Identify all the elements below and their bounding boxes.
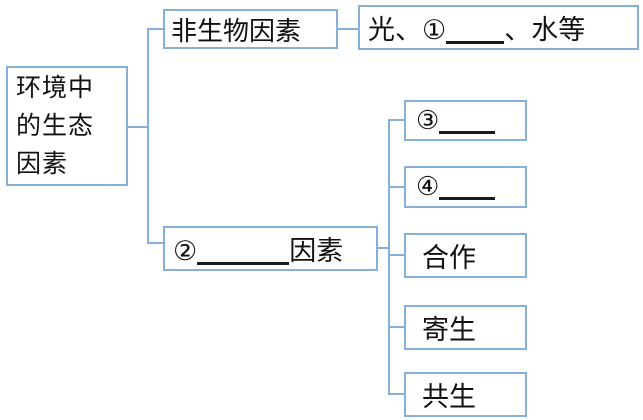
root-node-label: 环境中 的生态 因素 <box>16 73 95 178</box>
leaf-node-biotic-symbiosis-label: 共生 <box>422 382 476 413</box>
leaf-node-biotic-blank-3-label: ③ <box>416 106 525 136</box>
leaf-node-biotic-parasitism[interactable]: 寄生 <box>404 305 527 350</box>
root-node[interactable]: 环境中 的生态 因素 <box>6 66 128 186</box>
branch-node-abiotic[interactable]: 非生物因素 <box>163 9 338 49</box>
abiotic-list-text-after: 、水等 <box>504 15 586 46</box>
leaf-node-biotic-blank-3[interactable]: ③ <box>404 100 527 141</box>
leaf-node-abiotic-list-label: 光、① 、水等 <box>368 8 637 47</box>
leaf-node-biotic-blank-4[interactable]: ④ <box>404 166 527 208</box>
leaf-node-biotic-parasitism-label: 寄生 <box>422 315 476 346</box>
fill-in-blank-3[interactable] <box>439 130 496 134</box>
leaf-node-abiotic-list[interactable]: 光、① 、水等 <box>358 5 639 50</box>
circled-number-4-icon: ④ <box>416 172 440 202</box>
leaf-node-biotic-cooperation-label: 合作 <box>422 243 476 274</box>
leaf-node-biotic-blank-4-label: ④ <box>416 172 525 202</box>
circled-number-2-icon: ② <box>173 236 198 267</box>
branch-node-biotic[interactable]: ② 因素 <box>163 226 378 271</box>
fill-in-blank-1[interactable] <box>446 41 505 44</box>
circled-number-3-icon: ③ <box>416 105 440 136</box>
branch-node-abiotic-label: 非生物因素 <box>171 16 302 47</box>
fill-in-blank-2[interactable] <box>197 262 290 265</box>
leaf-node-biotic-cooperation[interactable]: 合作 <box>404 233 527 278</box>
leaf-node-biotic-symbiosis[interactable]: 共生 <box>404 372 527 417</box>
fill-in-blank-4[interactable] <box>439 197 496 200</box>
circled-number-1-icon: ① <box>422 15 447 46</box>
abiotic-list-text-before: 光、 <box>368 15 422 46</box>
branch-node-biotic-label: ② 因素 <box>173 229 376 268</box>
biotic-text-after: 因素 <box>289 236 344 267</box>
